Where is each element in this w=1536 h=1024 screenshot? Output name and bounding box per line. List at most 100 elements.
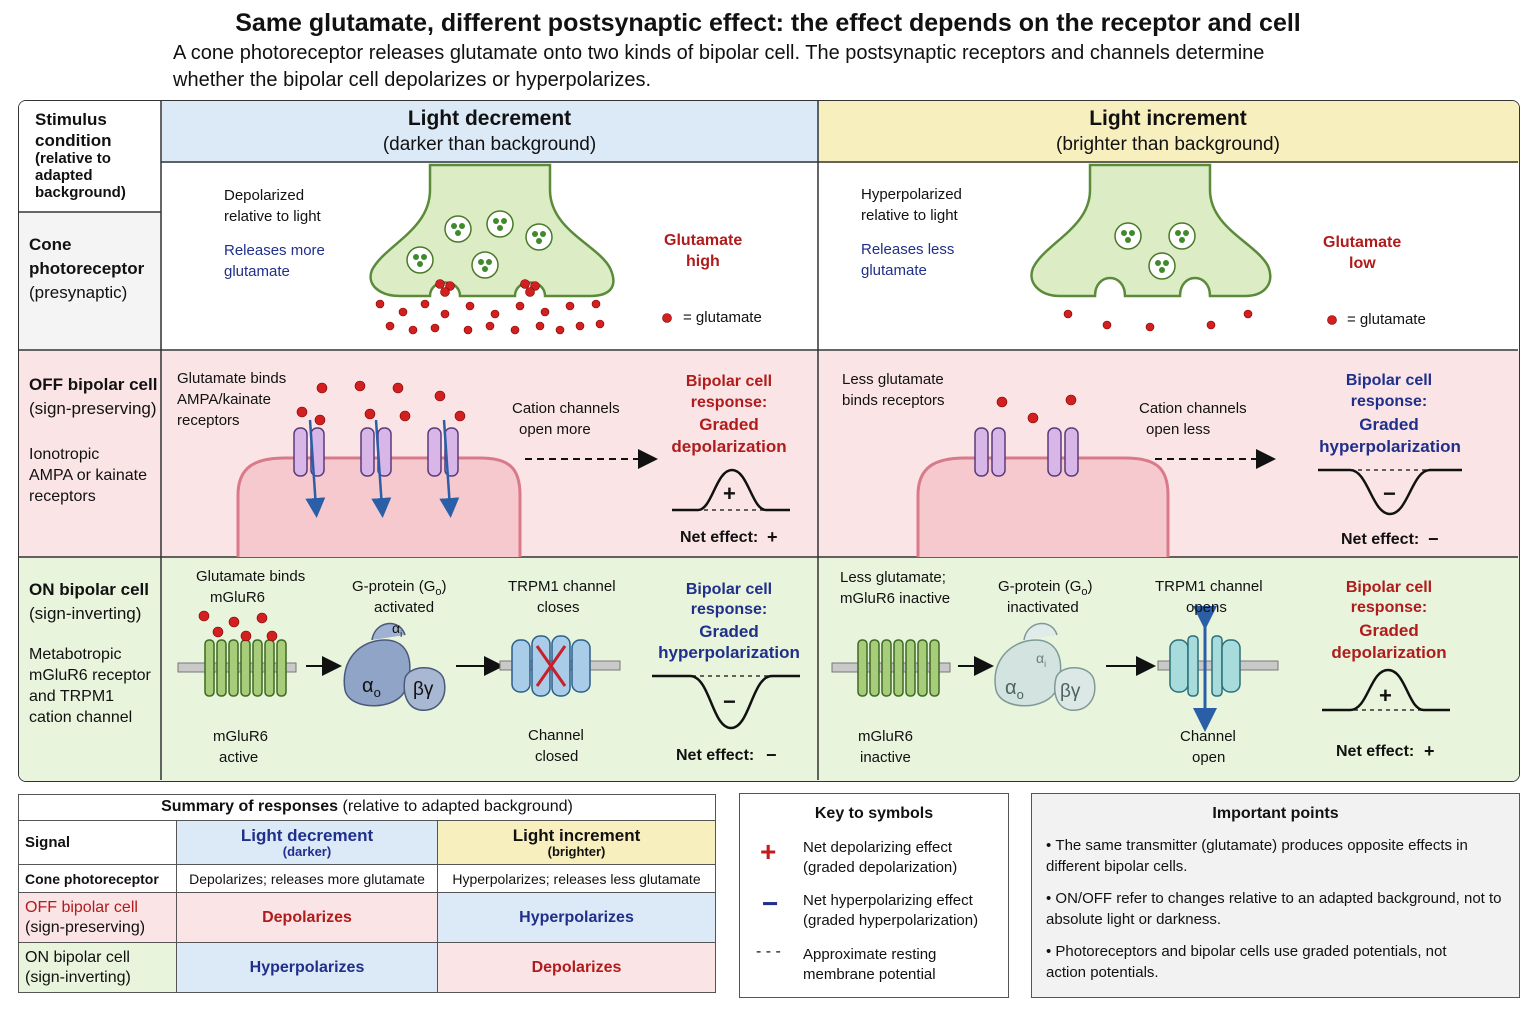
cone-dec-glu1: Glutamate bbox=[664, 232, 743, 249]
stimulus-label-3: (relative to bbox=[35, 150, 111, 167]
cone-dec-release1: Releases more bbox=[224, 242, 325, 259]
key-plus-line1: Net depolarizing effect bbox=[803, 839, 952, 856]
cone-dec-glu2: high bbox=[686, 253, 720, 270]
point-3-text: Photoreceptors and bipolar cells use gra… bbox=[1046, 943, 1447, 981]
on-inc-mglur6-state: inactive bbox=[860, 749, 911, 766]
off-dec-net-sign: + bbox=[767, 527, 778, 547]
cone-inc-state2: relative to light bbox=[861, 207, 958, 224]
off-inc-bind1: Less glutamate bbox=[842, 371, 944, 388]
cone-label-1: Cone bbox=[29, 235, 72, 254]
on-dec-gprot1: G-protein (Go) bbox=[352, 578, 447, 598]
summary-title-rest: (relative to adapted background) bbox=[338, 798, 573, 815]
key-dash-line1: Approximate resting bbox=[803, 946, 937, 963]
on-dec-mglur6: mGluR6 bbox=[213, 728, 269, 745]
on-dec-mglur6-state: active bbox=[219, 749, 259, 766]
subtitle-line2: whether the bipolar cell depolarizes or … bbox=[173, 69, 652, 91]
on-inc-bind1: Less glutamate; bbox=[840, 569, 946, 586]
off-desc-2: AMPA or kainate bbox=[29, 467, 147, 484]
off-dec-net: Net effect: bbox=[680, 529, 759, 546]
off-label-1: OFF bipolar cell bbox=[29, 375, 158, 394]
summary-h-dec-sub: (darker) bbox=[282, 843, 332, 859]
summary-r2-l2: (sign-preserving) bbox=[25, 918, 146, 936]
cone-inc-state1: Hyperpolarized bbox=[861, 186, 962, 203]
summary-h-inc-title: Light increment bbox=[512, 825, 641, 845]
on-inc-beta-gamma: βγ bbox=[1060, 681, 1081, 702]
off-dec-resp3: Graded bbox=[699, 415, 759, 434]
on-inc-channel2: open bbox=[1192, 749, 1226, 766]
on-dec-alpha-i: αi bbox=[392, 620, 403, 639]
cone-dec-state2: relative to light bbox=[224, 208, 321, 225]
off-dec-resp1: Bipolar cell bbox=[685, 373, 773, 390]
on-dec-gprot2: activated bbox=[374, 599, 435, 616]
cone-inc-release1: Releases less bbox=[861, 241, 955, 258]
off-inc-resp3: Graded bbox=[1359, 415, 1419, 434]
on-desc-3: and TRPM1 bbox=[29, 688, 115, 705]
key-dash-line2: membrane potential bbox=[803, 966, 936, 983]
glutamate-dots-dec bbox=[375, 279, 605, 335]
point-2: • ON/OFF refer to changes relative to an… bbox=[1046, 890, 1502, 928]
on-inc-gprot2: inactivated bbox=[1007, 599, 1079, 616]
col-inc-sub: (brighter than background) bbox=[1056, 134, 1280, 155]
on-inc-bind2: mGluR6 inactive bbox=[840, 590, 951, 607]
cone-label-2: photoreceptor bbox=[29, 259, 145, 278]
off-dec-bind3: receptors bbox=[177, 412, 240, 429]
on-inc-gprot1: G-protein (Go) bbox=[998, 578, 1093, 598]
off-dec-bind1: Glutamate binds bbox=[177, 370, 287, 387]
summary-r3-l2: (sign-inverting) bbox=[25, 968, 131, 986]
summary-h-signal: Signal bbox=[18, 820, 177, 865]
off-inc-resp4: hyperpolarization bbox=[1319, 437, 1461, 456]
on-dec-net: Net effect: bbox=[676, 747, 755, 764]
header-dec-bg bbox=[162, 101, 819, 163]
summary-h-dec-title: Light decrement bbox=[240, 825, 374, 845]
col-inc-title: Light increment bbox=[1089, 107, 1247, 130]
summary-table: Signal Light decrement (darker) Light in… bbox=[18, 820, 716, 993]
off-inc-wave-sign: − bbox=[1383, 481, 1396, 506]
summary-h-inc: Light increment (brighter) bbox=[437, 820, 716, 865]
on-inc-alpha-o: αo bbox=[1005, 677, 1024, 702]
on-inc-trpm1-2: opens bbox=[1186, 599, 1227, 616]
point-1-text: The same transmitter (glutamate) produce… bbox=[1046, 837, 1468, 875]
stimulus-label-4: adapted bbox=[35, 167, 93, 184]
summary-r2-label: OFF bipolar cell (sign-preserving) bbox=[18, 892, 177, 943]
header-inc-bg bbox=[819, 101, 1519, 163]
on-desc-1: Metabotropic bbox=[29, 646, 122, 663]
on-inc-net: Net effect: bbox=[1336, 743, 1415, 760]
summary-r1-label: Cone photoreceptor bbox=[18, 864, 177, 893]
summary-r3-label: ON bipolar cell (sign-inverting) bbox=[18, 942, 177, 993]
summary-r3-dec: Hyperpolarizes bbox=[176, 942, 438, 993]
on-dec-resp2: response: bbox=[690, 601, 768, 618]
on-dec-beta-gamma: βγ bbox=[413, 679, 434, 700]
key-plus-symbol: + bbox=[760, 836, 777, 867]
off-dec-bind2: AMPA/kainate bbox=[177, 391, 271, 408]
cone-inc-release2: glutamate bbox=[861, 262, 927, 279]
key-box: Key to symbols + Net depolarizing effect… bbox=[739, 793, 1009, 998]
point-3: • Photoreceptors and bipolar cells use g… bbox=[1046, 943, 1447, 981]
summary-r2-inc: Hyperpolarizes bbox=[437, 892, 716, 943]
off-label-2: (sign-preserving) bbox=[29, 399, 157, 418]
summary-r2-dec: Depolarizes bbox=[176, 892, 438, 943]
cone-inc-glu1: Glutamate bbox=[1323, 234, 1402, 251]
col-dec-title: Light decrement bbox=[407, 107, 572, 130]
off-inc-net: Net effect: bbox=[1341, 531, 1420, 548]
summary-r3-l1: ON bipolar cell bbox=[25, 949, 130, 967]
stimulus-label-bg bbox=[19, 101, 162, 213]
on-label-1: ON bipolar cell bbox=[29, 580, 149, 599]
table-row: ON bipolar cell (sign-inverting) Hyperpo… bbox=[18, 942, 716, 993]
cone-dec-legend: = glutamate bbox=[683, 309, 762, 326]
on-dec-trpm1-1: TRPM1 channel bbox=[508, 578, 616, 595]
on-inc-resp2: response: bbox=[1350, 599, 1428, 616]
points-title: Important points bbox=[1212, 805, 1339, 822]
off-dec-resp2: response: bbox=[690, 394, 768, 411]
on-dec-resp3: Graded bbox=[699, 622, 759, 641]
summary-title-bold: Summary of responses bbox=[161, 798, 339, 815]
key-title: Key to symbols bbox=[814, 805, 934, 822]
on-inc-resp4: depolarization bbox=[1331, 643, 1447, 662]
on-dec-resp1: Bipolar cell bbox=[685, 581, 773, 598]
stimulus-label-1: Stimulus bbox=[35, 110, 107, 129]
cone-label-3: (presynaptic) bbox=[29, 283, 128, 302]
key-dash-symbol: - - - bbox=[756, 943, 781, 960]
col-dec-sub: (darker than background) bbox=[382, 134, 597, 155]
page-title: Same glutamate, different postsynaptic e… bbox=[235, 9, 1301, 37]
on-label-2: (sign-inverting) bbox=[29, 604, 142, 623]
